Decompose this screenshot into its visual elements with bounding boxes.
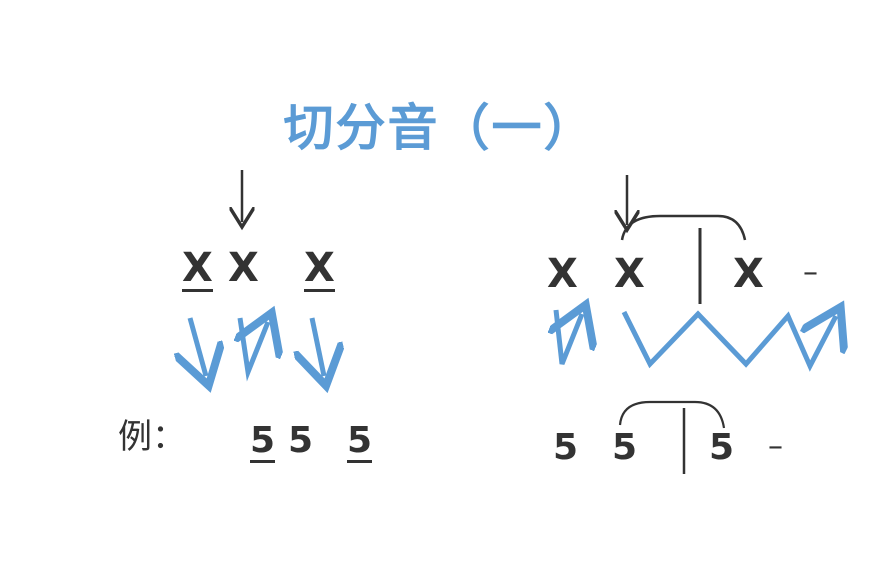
tie-arc-icon xyxy=(618,400,726,429)
example-label: 例： xyxy=(118,417,186,457)
stroke-down-arrow-icon xyxy=(312,317,324,376)
note-x: X xyxy=(547,251,578,297)
stroke-down-arrow-icon xyxy=(190,317,206,376)
example-note: 5 xyxy=(553,427,579,468)
example-note-eighth: 5 xyxy=(250,420,276,463)
stroke-up-arrow-icon xyxy=(556,310,582,365)
note-x-tied: X xyxy=(614,251,645,297)
note-x-tied: X xyxy=(733,251,764,297)
example-rest-dash: – xyxy=(768,429,783,464)
example-note-tied: 5 xyxy=(612,427,638,468)
example-note-tied: 5 xyxy=(709,427,735,468)
tie-arc-icon xyxy=(620,214,747,241)
note-x-eighth: X xyxy=(182,245,213,292)
zigzag-arrow-icon xyxy=(621,312,836,372)
example-note-eighth: 5 xyxy=(347,420,373,463)
stroke-up-arrow-icon xyxy=(240,318,268,382)
note-x-eighth: X xyxy=(304,245,335,292)
note-x-quarter: X xyxy=(228,245,259,291)
example-note-quarter: 5 xyxy=(288,420,314,461)
page-title: 切分音（一） xyxy=(283,99,596,157)
rest-dash: – xyxy=(803,255,818,290)
